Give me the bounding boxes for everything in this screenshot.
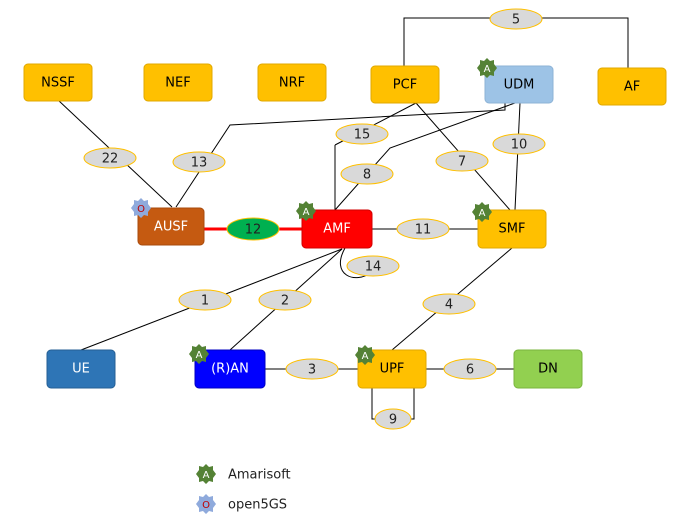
svg-text:A: A xyxy=(362,351,369,362)
node-udm-label: UDM xyxy=(504,78,535,93)
label-13: 13 xyxy=(172,151,226,173)
label-11-text: 11 xyxy=(415,223,432,238)
svg-text:A: A xyxy=(479,208,486,219)
label-6: 6 xyxy=(443,358,497,380)
svg-text:O: O xyxy=(137,204,145,215)
node-ran-label: (R)AN xyxy=(211,362,249,377)
node-nef[interactable]: NEF xyxy=(143,63,213,102)
node-amf[interactable]: AMF xyxy=(301,209,373,249)
label-22-text: 22 xyxy=(102,152,119,167)
label-6-text: 6 xyxy=(466,363,474,378)
legend: A Amarisoft O open5GS xyxy=(196,464,291,514)
node-ran[interactable]: (R)AN xyxy=(194,349,266,389)
label-7-text: 7 xyxy=(458,155,466,170)
label-7: 7 xyxy=(435,150,489,172)
label-13-text: 13 xyxy=(191,156,208,171)
link-10-line xyxy=(514,102,521,211)
label-14: 14 xyxy=(346,255,400,277)
label-2-text: 2 xyxy=(281,294,289,309)
svg-text:A: A xyxy=(303,207,310,218)
node-nrf-label: NRF xyxy=(279,76,305,91)
node-nrf[interactable]: NRF xyxy=(257,63,327,102)
svg-text:A: A xyxy=(203,470,210,481)
label-15: 15 xyxy=(335,123,389,145)
node-ue-label: UE xyxy=(72,362,90,377)
node-nef-label: NEF xyxy=(165,76,190,91)
label-3-text: 3 xyxy=(308,363,316,378)
network-functions: NSSF NEF NRF PCF UDM AF AUSF AMF xyxy=(23,63,667,389)
label-10: 10 xyxy=(492,133,546,155)
legend-amarisoft-icon: A xyxy=(196,464,216,484)
label-8-text: 8 xyxy=(363,168,371,183)
node-amf-label: AMF xyxy=(323,222,351,237)
legend-amarisoft-label: Amarisoft xyxy=(228,468,291,483)
node-dn-label: DN xyxy=(538,362,558,377)
vendor-badges: A O A A A A xyxy=(131,58,497,365)
interface-labels: 5 22 13 15 8 7 10 12 xyxy=(83,8,546,430)
node-smf[interactable]: SMF xyxy=(477,209,547,249)
label-3: 3 xyxy=(285,358,339,380)
node-af[interactable]: AF xyxy=(597,67,667,106)
label-4-text: 4 xyxy=(445,298,453,313)
label-8: 8 xyxy=(340,163,394,185)
node-udm[interactable]: UDM xyxy=(484,65,554,104)
svg-text:O: O xyxy=(202,500,210,511)
amarisoft-badge-ran: A xyxy=(189,344,209,364)
node-upf-label: UPF xyxy=(380,362,405,377)
svg-text:A: A xyxy=(484,64,491,75)
node-pcf-label: PCF xyxy=(393,78,417,93)
node-pcf[interactable]: PCF xyxy=(370,65,440,104)
node-nssf-label: NSSF xyxy=(41,76,75,91)
label-14-text: 14 xyxy=(365,260,382,275)
label-9: 9 xyxy=(374,408,412,430)
label-22: 22 xyxy=(83,147,137,169)
link-8-line xyxy=(334,102,516,211)
node-upf[interactable]: UPF xyxy=(357,349,427,389)
node-dn[interactable]: DN xyxy=(513,349,583,389)
label-10-text: 10 xyxy=(511,138,528,153)
amarisoft-badge-udm: A xyxy=(477,58,497,78)
node-ausf-label: AUSF xyxy=(154,220,188,235)
open5gs-badge-ausf: O xyxy=(131,198,151,218)
node-ue[interactable]: UE xyxy=(46,349,116,389)
label-5-text: 5 xyxy=(512,13,520,28)
legend-open5gs-label: open5GS xyxy=(228,498,287,513)
label-5: 5 xyxy=(489,8,543,30)
node-smf-label: SMF xyxy=(499,222,526,237)
node-af-label: AF xyxy=(624,80,640,95)
label-1-text: 1 xyxy=(201,294,209,309)
label-1: 1 xyxy=(178,289,232,311)
label-15-text: 15 xyxy=(354,128,371,143)
label-12-text: 12 xyxy=(245,223,262,238)
amarisoft-badge-upf: A xyxy=(355,345,375,365)
label-11: 11 xyxy=(396,218,450,240)
amarisoft-badge-smf: A xyxy=(472,202,492,222)
node-ausf[interactable]: AUSF xyxy=(137,207,205,246)
label-12: 12 xyxy=(226,217,280,241)
svg-text:A: A xyxy=(196,350,203,361)
legend-open5gs-icon: O xyxy=(196,494,216,514)
label-2: 2 xyxy=(258,289,312,311)
node-nssf[interactable]: NSSF xyxy=(23,63,93,102)
label-9-text: 9 xyxy=(389,413,397,428)
amarisoft-badge-amf: A xyxy=(296,201,316,221)
label-4: 4 xyxy=(422,293,476,315)
